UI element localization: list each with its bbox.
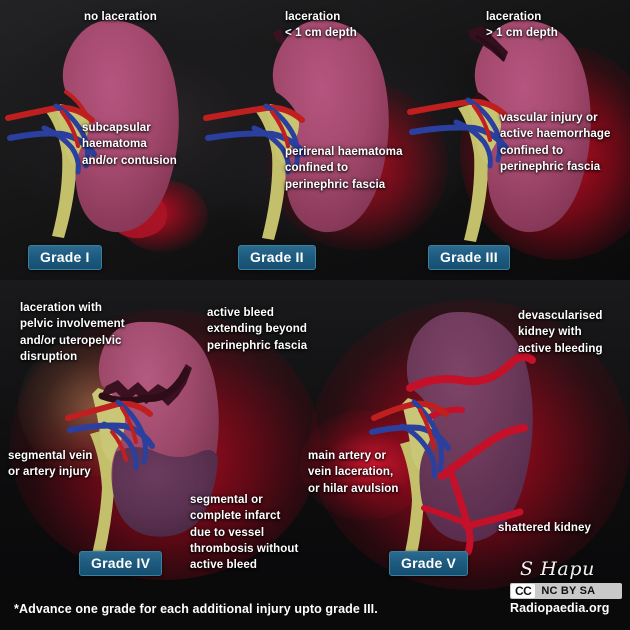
source-site-label: Radiopaedia.org — [510, 601, 610, 615]
cc-badge: CC NC BY SA — [510, 583, 622, 599]
ureter-shape — [88, 430, 114, 572]
caption-grade-4-segmental-vessel: segmental vein or artery injury — [8, 450, 93, 479]
renal-vein-branch — [263, 103, 301, 169]
caption-grade-4-top: laceration with pelvic involvement and/o… — [20, 302, 125, 363]
badge-grade-3[interactable]: Grade III — [428, 245, 510, 270]
kidney-body-shape — [62, 20, 179, 233]
kidney-body-shape — [272, 20, 389, 233]
badge-grade-5[interactable]: Grade V — [389, 551, 469, 576]
badge-grade-1[interactable]: Grade I — [28, 245, 102, 270]
badge-grade-4[interactable]: Grade IV — [79, 551, 163, 576]
footnote-text: *Advance one grade for each additional i… — [14, 602, 378, 616]
caption-grade-3-main: vascular injury or active haemorrhage co… — [500, 112, 611, 173]
panel-grade-2: laceration < 1 cm depth perirenal haemat… — [203, 0, 448, 285]
caption-grade-2-top: laceration < 1 cm depth — [285, 11, 357, 40]
renal-vessels-grade-1 — [5, 90, 97, 175]
caption-grade-1-top: no laceration — [84, 11, 157, 23]
renal-vein-branch — [115, 399, 149, 465]
laceration-shape — [273, 28, 285, 44]
laceration-cleft — [98, 368, 190, 405]
caption-grade-1-main: subcapsular haematoma and/or contusion — [82, 122, 177, 167]
renal-vein-branch-2 — [41, 125, 81, 175]
renal-artery-branch — [120, 406, 138, 444]
segmental-artery-injury — [110, 430, 128, 462]
ureter-shape — [400, 440, 424, 576]
caption-grade-5-top: devascularised kidney with active bleedi… — [518, 310, 603, 355]
panel-grade-3: laceration > 1 cm depth vascular injury … — [407, 0, 630, 285]
caption-grade-2-main: perirenal haematoma confined to perineph… — [285, 146, 403, 191]
shattered-fracture-lines — [406, 352, 536, 556]
kidney-illustration-grade-5 — [369, 311, 536, 576]
segmental-infarct-shape — [112, 447, 218, 537]
panel-grade-4: laceration with pelvic involvement and/o… — [0, 280, 320, 580]
kidney-body-shape — [474, 20, 591, 233]
caption-grade-3-top: laceration > 1 cm depth — [486, 11, 558, 40]
panel-grade-1: no laceration subcapsular haematoma and/… — [0, 0, 210, 285]
caption-grade-5-shattered: shattered kidney — [498, 522, 591, 534]
panel-grade-5: devascularised kidney with active bleedi… — [300, 280, 630, 590]
renal-vein-branch-2 — [453, 119, 493, 169]
renal-vessels-grade-2 — [203, 103, 307, 175]
caption-grade-4-infarct: segmental or complete infarct due to ves… — [190, 494, 299, 572]
fracture-line-upper — [406, 352, 536, 392]
renal-vessels-grade-4 — [65, 399, 155, 471]
kidney-illustration-grade-3 — [407, 20, 591, 242]
cc-terms-label: NC BY SA — [541, 585, 596, 597]
renal-vein-branch — [53, 103, 91, 169]
renal-artery-branch — [472, 104, 492, 142]
caption-grade-4-extracapsular: active bleed extending beyond perinephri… — [207, 307, 308, 352]
fracture-line-lower-left — [421, 505, 475, 529]
caption-grade-5-hilar: main artery or vein laceration, or hilar… — [308, 450, 399, 495]
renal-vessels-grade-5 — [369, 399, 451, 479]
badge-grade-2[interactable]: Grade II — [238, 245, 316, 270]
renal-vein-branch-2 — [399, 423, 437, 479]
kidney-illustration-grade-2 — [203, 20, 389, 240]
cc-logo-icon: CC — [511, 584, 536, 598]
renal-vein-branch — [465, 97, 503, 163]
laceration-cleft — [474, 34, 506, 62]
kidney-illustration-grade-1 — [5, 20, 179, 239]
renal-artery-branch — [60, 110, 80, 148]
fracture-line-mid — [438, 424, 528, 480]
renal-vessels-grade-3 — [407, 97, 509, 169]
creative-commons-licence: CC NC BY SA Radiopaedia.org — [510, 583, 622, 615]
renal-vein-branch-2 — [101, 421, 139, 471]
artist-signature: S Hapu — [520, 558, 595, 580]
renal-artery-branch-2 — [64, 90, 88, 116]
renal-artery-branch — [418, 408, 436, 450]
renal-vein-branch-2 — [251, 125, 291, 175]
renal-artery-branch — [270, 110, 290, 148]
kidney-illustration-grade-4 — [65, 321, 219, 572]
